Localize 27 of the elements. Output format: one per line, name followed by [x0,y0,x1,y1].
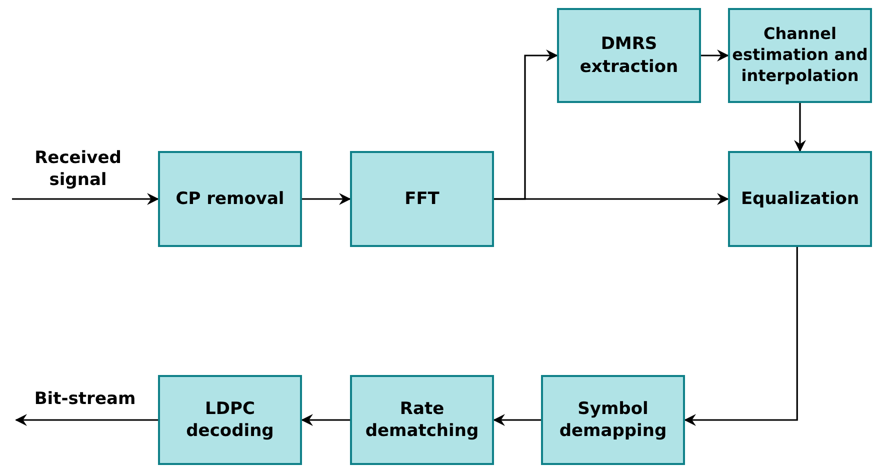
process-box [541,375,685,465]
arrow [794,103,806,152]
edge-label: Received signal [34,147,122,192]
arrow [701,50,729,62]
arrow [302,193,351,205]
process-box [158,375,302,465]
arrow [494,193,729,205]
arrow [15,414,158,426]
box-label: DMRS extraction [578,33,680,78]
process-box [350,151,494,247]
arrow [301,414,350,426]
box-label: Channel estimation and interpolation [732,24,868,87]
arrow [493,414,541,426]
arrow [12,193,159,205]
process-box [557,8,701,103]
process-box [728,8,872,103]
box-label: Rate dematching [364,398,480,442]
box-label: CP removal [176,188,284,210]
arrow [684,247,798,426]
box-label: Equalization [740,188,860,210]
process-box [158,151,302,247]
process-box [350,375,494,465]
process-box [728,151,872,247]
box-label: LDPC decoding [185,398,275,442]
edge-label: Bit-stream [33,388,137,410]
box-label: Symbol demapping [558,398,668,442]
box-label: FFT [404,188,440,210]
